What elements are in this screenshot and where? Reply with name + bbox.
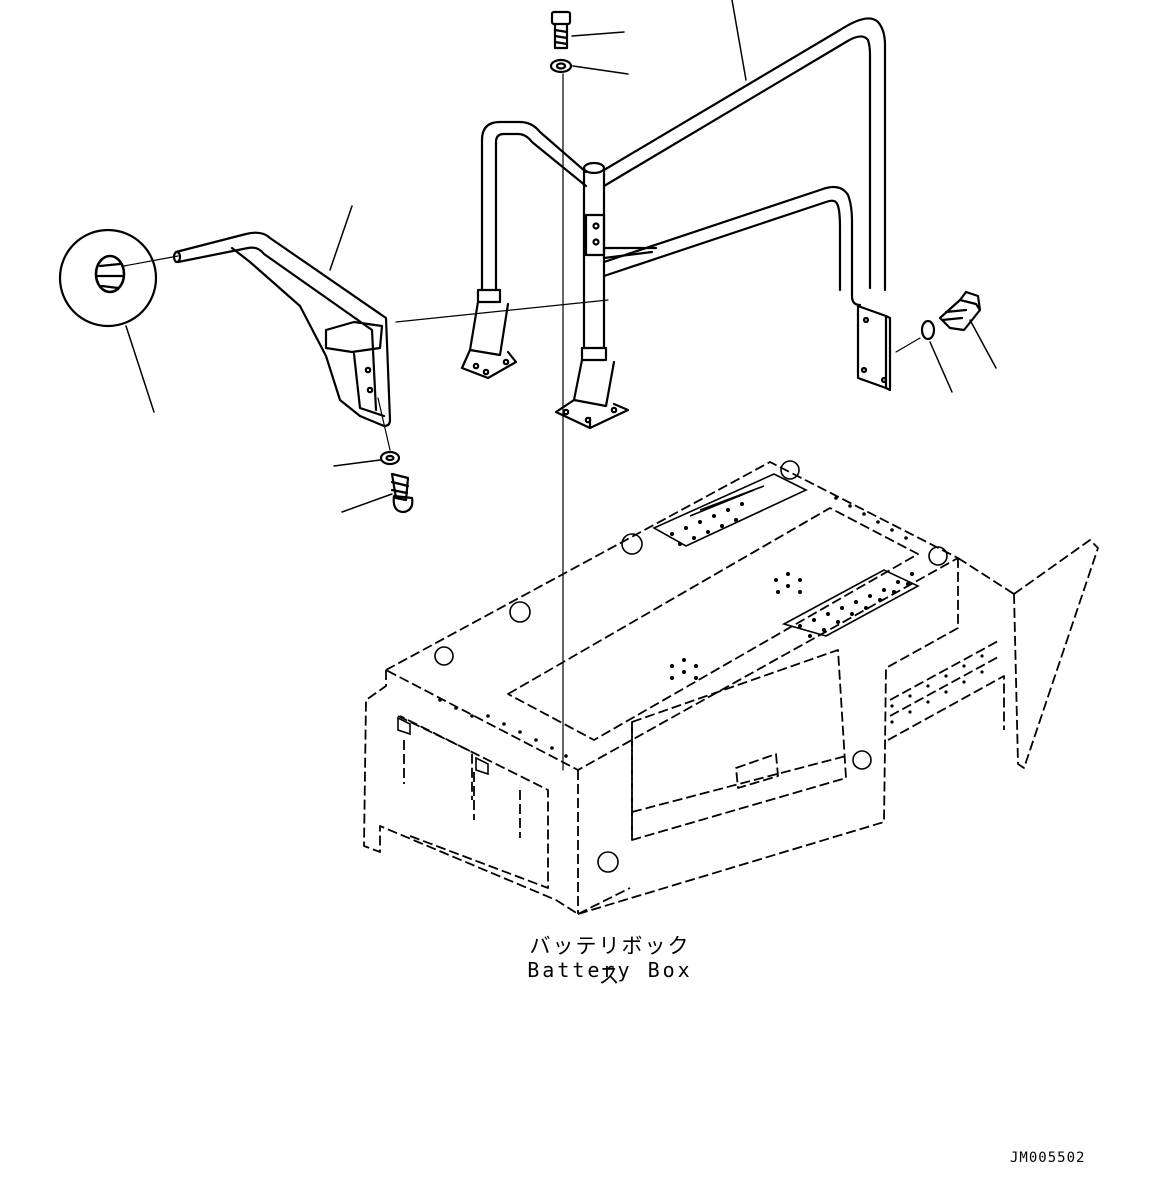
- perforation-dots: [438, 496, 984, 758]
- left-handrail: [174, 233, 390, 426]
- drawing-number: JM005502: [1010, 1150, 1086, 1166]
- top-bolt: [552, 12, 570, 48]
- assembly-line-left: [396, 300, 608, 322]
- left-bolt: [392, 474, 412, 512]
- leader-right-bolt: [970, 320, 996, 368]
- leader-top-bolt: [572, 32, 624, 36]
- right-bolt: [940, 292, 980, 330]
- leader-left-handrail: [330, 206, 352, 270]
- component-label-japanese: バッテリボックス: [529, 934, 691, 988]
- left-washer: [381, 452, 399, 464]
- leader-left-washer: [334, 460, 380, 466]
- top-washer: [551, 60, 571, 72]
- right-washer: [922, 321, 934, 339]
- leader-right-washer: [930, 342, 952, 392]
- handrail-frame: [462, 18, 890, 428]
- leader-detail: [126, 326, 154, 412]
- battery-box-details: [398, 461, 947, 872]
- leader-handrail: [732, 0, 746, 80]
- battery-box-outline: [364, 462, 1098, 914]
- component-label-english: Battery Box: [527, 958, 693, 982]
- leader-left-bolt: [342, 494, 392, 512]
- leader-top-washer: [573, 66, 628, 74]
- detail-circle: [60, 230, 178, 326]
